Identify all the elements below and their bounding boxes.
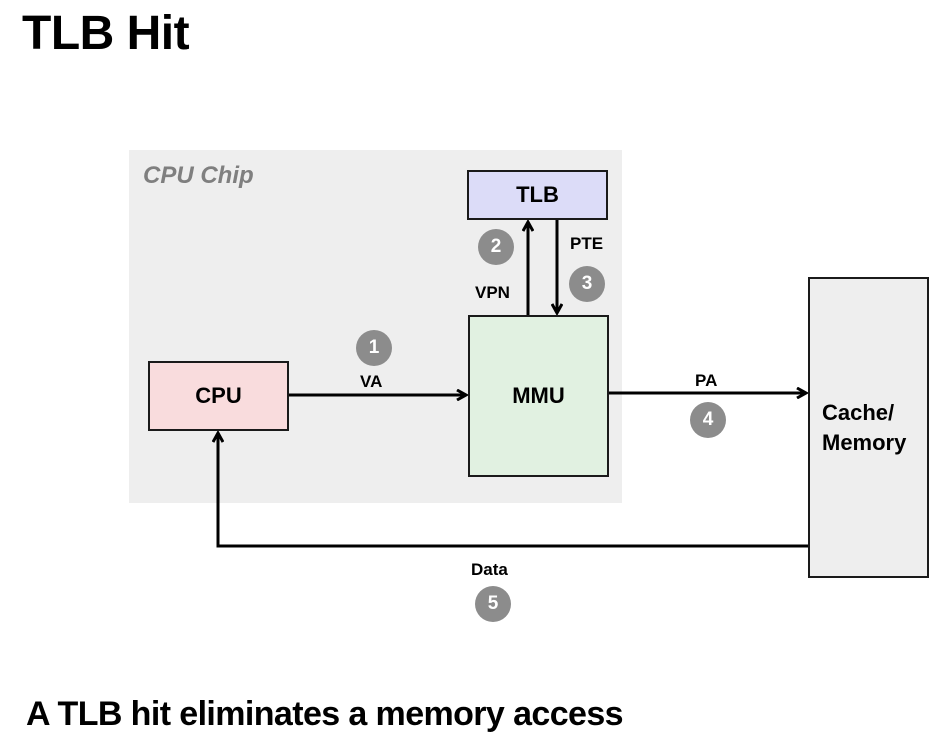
label-data: Data — [471, 560, 508, 579]
memory-label-line-2: Memory — [822, 429, 907, 455]
step-badge-4: 4 — [690, 402, 726, 438]
step-badge-2: 2 — [478, 229, 514, 265]
label-va: VA — [360, 372, 383, 391]
step-badge-5: 5 — [475, 586, 511, 622]
slide-subtitle: A TLB hit eliminates a memory access — [26, 695, 624, 733]
cpu-box: CPU — [148, 361, 289, 431]
mmu-box: MMU — [468, 315, 609, 477]
arrow-data — [218, 433, 808, 548]
cache-memory-box: Cache/ Memory — [808, 277, 929, 578]
slide-title: TLB Hit — [22, 7, 190, 60]
cpu-chip-label: CPU Chip — [143, 162, 254, 189]
label-vpn: VPN — [475, 283, 510, 302]
memory-label-line-1: Cache/ — [822, 399, 895, 425]
label-pa: PA — [695, 371, 718, 390]
label-pte: PTE — [570, 234, 604, 253]
tlb-box: TLB — [467, 170, 608, 220]
step-badge-1: 1 — [356, 330, 392, 366]
step-badge-3: 3 — [569, 266, 605, 302]
